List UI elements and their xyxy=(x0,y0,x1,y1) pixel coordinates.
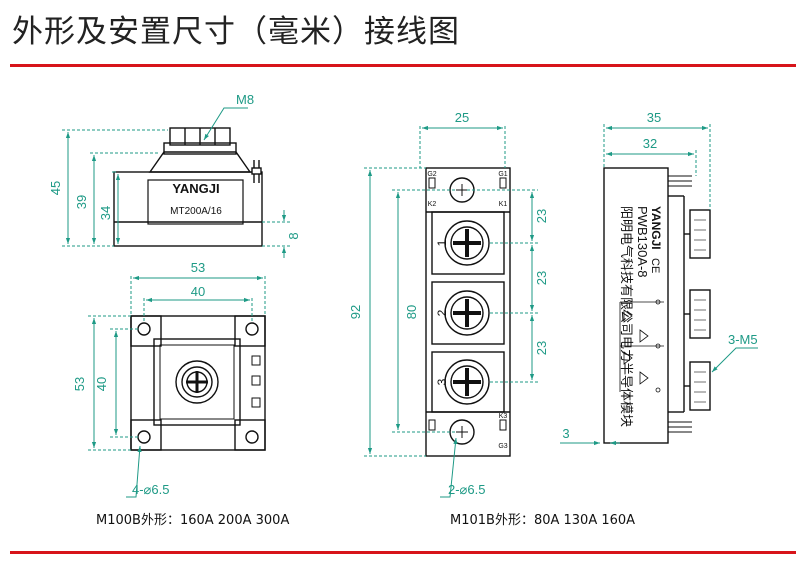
front-height-92-label: 92 xyxy=(348,305,363,319)
circuit-symbol xyxy=(619,299,664,393)
part-number-label: PWB130A-8 xyxy=(635,206,650,278)
profile-width-35-label: 35 xyxy=(647,110,661,125)
depth-53-label: 53 xyxy=(72,377,87,391)
profile-view-dimensions xyxy=(560,124,758,446)
pin-g3-label: G3 xyxy=(498,443,507,450)
mount-hole xyxy=(137,430,151,444)
center-screw xyxy=(175,360,219,404)
front-width-25-label: 25 xyxy=(455,110,469,125)
pin-k3-label: K3 xyxy=(499,413,508,420)
pitch-23-label: 23 xyxy=(534,209,549,223)
top-view-drawing xyxy=(130,315,266,451)
front-view-dimensions xyxy=(364,125,538,498)
pin-g1-label: G1 xyxy=(498,171,507,178)
profile-brand-label: YANGJI xyxy=(649,206,663,250)
profile-view-drawing xyxy=(603,167,711,444)
terminal-screw-2 xyxy=(444,290,490,336)
m101b-caption: M101B外形：80A 130A 160A xyxy=(450,513,635,528)
terminal-stud xyxy=(689,361,711,411)
height-8-label: 8 xyxy=(286,232,301,239)
side-brand-label: YANGJI xyxy=(172,181,219,196)
pin-g2-label: G2 xyxy=(427,171,436,178)
front-view-drawing xyxy=(425,167,511,457)
pitch-23-label: 23 xyxy=(534,341,549,355)
front-body xyxy=(425,167,511,457)
depth-40-label: 40 xyxy=(94,377,109,391)
mount-hole xyxy=(245,430,259,444)
terminal-3-label: 3 xyxy=(435,378,449,385)
m8-bolt-label: M8 xyxy=(236,92,254,107)
top-view-dimensions xyxy=(88,275,266,498)
pin-k2-label: K2 xyxy=(428,201,437,208)
company-label: 阳明电气科技有限公司电力半导体模块 xyxy=(618,206,634,427)
terminal-stud xyxy=(689,209,711,259)
pin-k1-label: K1 xyxy=(499,201,508,208)
front-hole-label: 2-⌀6.5 xyxy=(448,482,485,497)
side-view-drawing xyxy=(113,127,263,247)
height-39-label: 39 xyxy=(74,195,89,209)
top-body xyxy=(130,315,266,451)
terminal-screw-3 xyxy=(444,359,490,405)
terminal-2-label: 2 xyxy=(435,309,449,316)
terminal-stud xyxy=(689,289,711,339)
footer-divider xyxy=(10,551,796,554)
header-divider xyxy=(10,64,796,67)
profile-body xyxy=(603,167,669,444)
height-45-label: 45 xyxy=(48,181,63,195)
mount-hole xyxy=(245,322,259,336)
profile-base-3-label: 3 xyxy=(562,426,569,441)
height-34-label: 34 xyxy=(98,206,113,220)
top-hole-label: 4-⌀6.5 xyxy=(132,482,169,497)
width-40-label: 40 xyxy=(191,284,205,299)
width-53-label: 53 xyxy=(191,260,205,275)
side-view-dimensions xyxy=(62,107,290,258)
profile-width-32-label: 32 xyxy=(643,136,657,151)
side-model-label: MT200A/16 xyxy=(170,206,222,217)
ce-mark: CE xyxy=(649,258,661,273)
m100b-caption: M100B外形：160A 200A 300A xyxy=(96,513,289,528)
pitch-23-label: 23 xyxy=(534,271,549,285)
screw-m5-label: 3-M5 xyxy=(728,332,758,347)
front-height-80-label: 80 xyxy=(404,305,419,319)
page-title: 外形及安置尺寸（毫米）接线图 xyxy=(12,14,460,50)
terminal-screw-1 xyxy=(444,220,490,266)
mount-hole xyxy=(137,322,151,336)
terminal-1-label: 1 xyxy=(435,239,449,246)
